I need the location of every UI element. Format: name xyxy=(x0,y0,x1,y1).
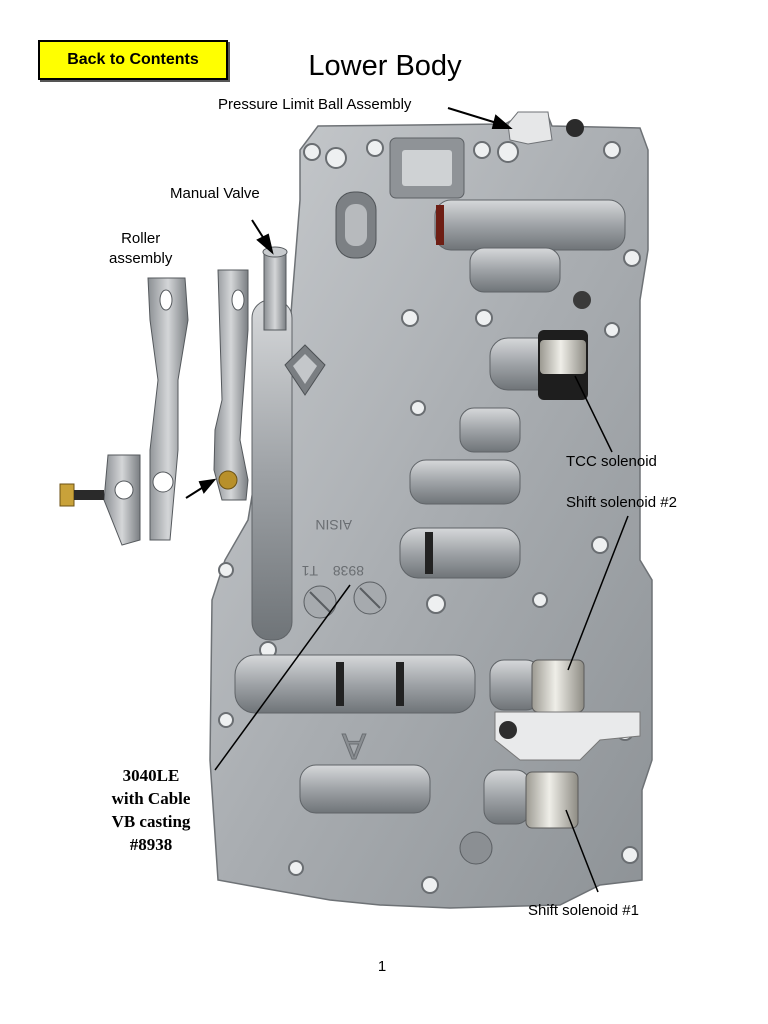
tcc-solenoid-label: TCC solenoid xyxy=(566,453,657,470)
callout-leaders xyxy=(185,107,629,893)
shift-solenoid-2-part xyxy=(489,659,585,713)
casting-line-4: #8938 xyxy=(129,835,173,854)
shift-solenoid-1-label: Shift solenoid #1 xyxy=(528,902,639,919)
roller-assembly-part xyxy=(103,277,189,546)
page-title: Lower Body xyxy=(308,50,462,82)
back-to-contents-button[interactable]: Back to Contents xyxy=(38,40,228,80)
roller-assembly-label: Roller assembly xyxy=(109,229,172,269)
casting-number-mark: 8938 xyxy=(333,563,364,579)
detent-spring xyxy=(213,269,249,501)
pressure-limit-ball-assembly-label: Pressure Limit Ball Assembly xyxy=(218,96,412,113)
page-number: 1 xyxy=(377,958,387,975)
manual-valve-label: Manual Valve xyxy=(170,185,260,202)
shift-solenoid-2-label: Shift solenoid #2 xyxy=(566,494,677,511)
roller-label-line2: assembly xyxy=(109,250,173,267)
roller-label-line1: Roller xyxy=(121,230,161,247)
casting-brand-mark: AISIN xyxy=(315,517,352,533)
tcc-solenoid-part xyxy=(538,291,591,400)
roller-bolt xyxy=(59,483,104,507)
svg-text:A: A xyxy=(342,726,366,767)
casting-code-mark: T1 xyxy=(301,563,318,579)
casting-line-2: with Cable xyxy=(111,789,191,808)
casting-line-1: 3040LE xyxy=(122,766,180,785)
shift-solenoid-1-part xyxy=(483,769,579,829)
casting-info-label: 3040LE with Cable VB casting #8938 xyxy=(92,764,210,856)
casting-line-3: VB casting xyxy=(111,812,191,831)
